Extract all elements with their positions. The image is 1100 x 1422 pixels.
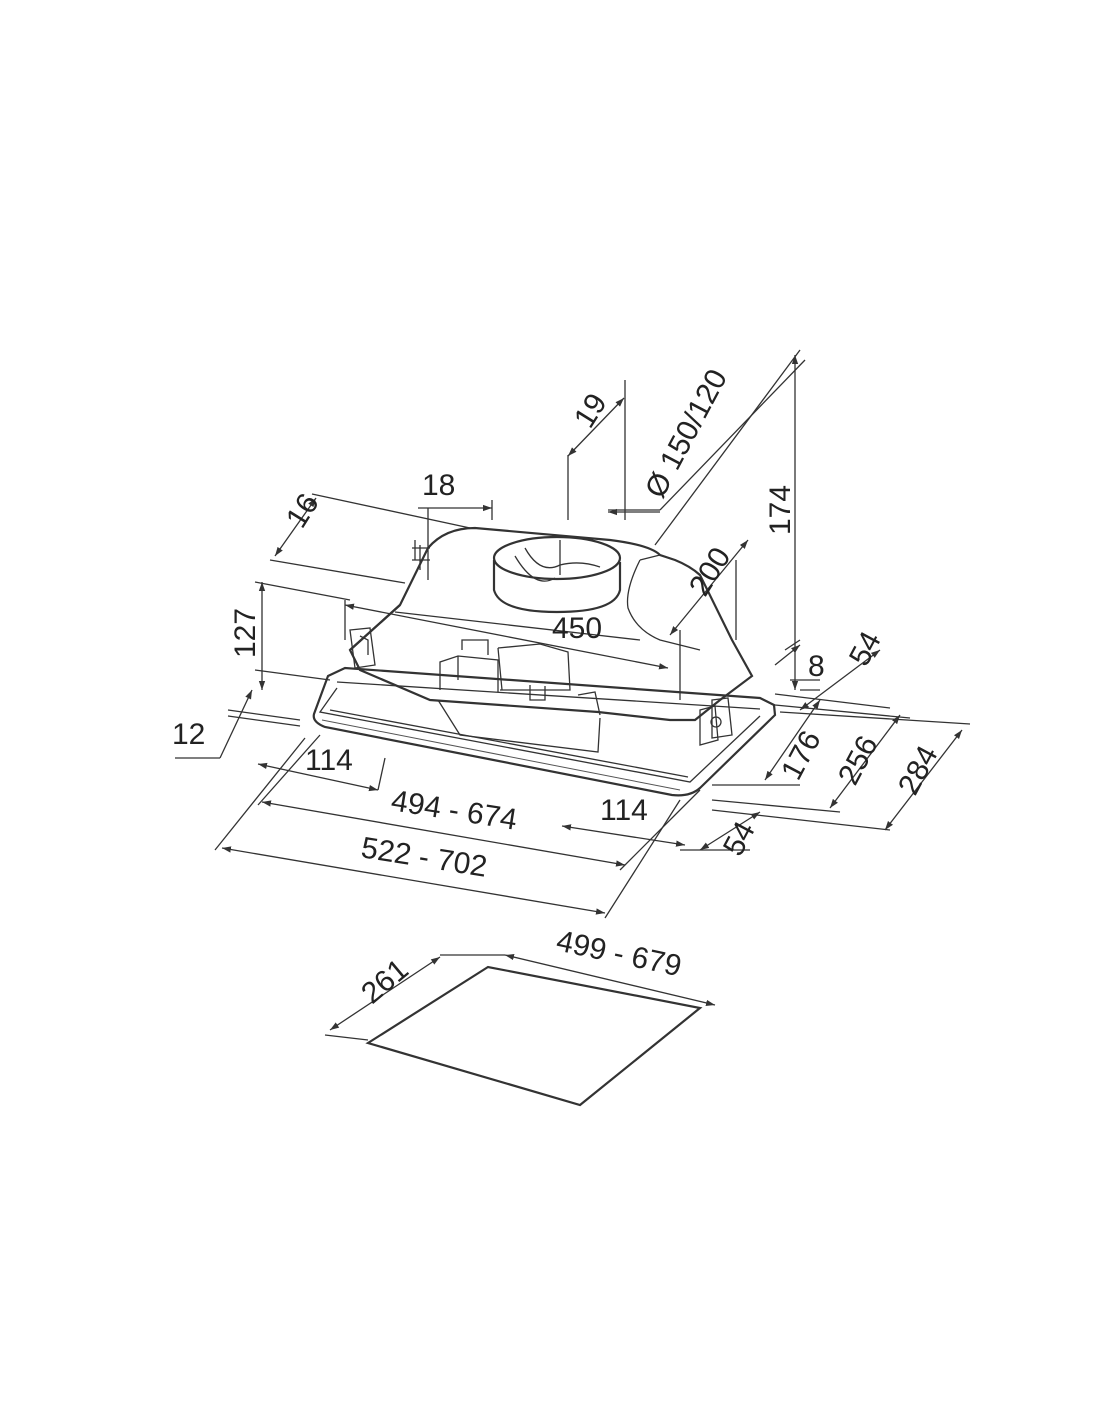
dim-522-702: 522 - 702 bbox=[359, 831, 489, 883]
dim-12: 12 bbox=[172, 718, 205, 751]
dim-19: 19 bbox=[568, 388, 614, 434]
dim-256: 256 bbox=[832, 731, 885, 791]
dim-8: 8 bbox=[808, 650, 825, 683]
exhaust-collar bbox=[492, 535, 622, 614]
dim-127: 127 bbox=[229, 608, 262, 658]
dimension-labels: 19 Ø 150/120 174 18 16 200 127 450 8 54 … bbox=[172, 364, 945, 1010]
dim-174: 174 bbox=[764, 485, 797, 535]
dim-200: 200 bbox=[683, 542, 738, 602]
dim-261: 261 bbox=[355, 953, 415, 1010]
dim-54-top: 54 bbox=[843, 626, 888, 671]
dimension-lines bbox=[175, 349, 971, 919]
dim-494-674: 494 - 674 bbox=[389, 784, 519, 836]
dim-114-right: 114 bbox=[600, 794, 648, 827]
cutout-outline bbox=[324, 954, 716, 1107]
motor-unit bbox=[437, 639, 601, 753]
hood-frame bbox=[312, 666, 777, 797]
hood-body bbox=[348, 526, 754, 722]
housing-outline bbox=[348, 526, 754, 722]
dim-16: 16 bbox=[280, 488, 326, 534]
dim-18: 18 bbox=[422, 469, 455, 502]
dim-450: 450 bbox=[552, 612, 602, 645]
dim-284: 284 bbox=[892, 741, 945, 801]
dim-176: 176 bbox=[775, 726, 828, 786]
dim-499-679: 499 - 679 bbox=[554, 925, 685, 984]
dim-54-bottom: 54 bbox=[717, 816, 762, 861]
dim-114-left: 114 bbox=[305, 744, 353, 777]
